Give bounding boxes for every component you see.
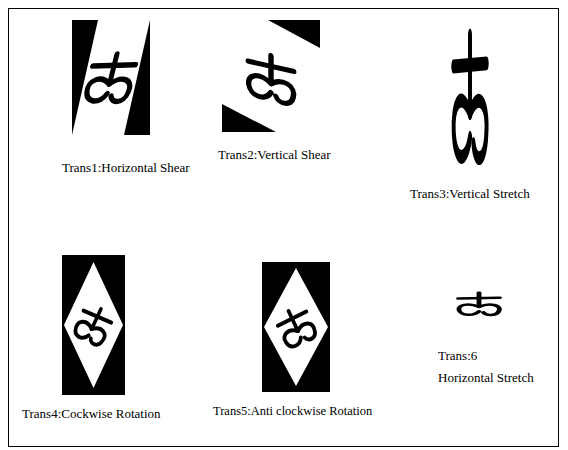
- tamil-glyph: [458, 293, 499, 315]
- shear-background: [72, 20, 150, 135]
- caption-label: Trans4:Cockwise Rotation: [22, 406, 161, 422]
- tamil-glyph: [274, 304, 318, 349]
- glyph-group: [72, 303, 114, 347]
- tamil-glyph: [72, 303, 114, 347]
- caption-label: Trans2:Vertical Shear: [218, 147, 331, 163]
- rotation-background: [62, 255, 125, 395]
- glyph-group: [248, 50, 294, 106]
- tamil-glyph: [453, 36, 486, 159]
- rotated-frame: [264, 268, 328, 386]
- glyph-group: [274, 304, 318, 349]
- sheared-frame: [222, 20, 320, 132]
- rotation-background: [262, 262, 330, 392]
- sheared-frame: [72, 20, 150, 135]
- caption-label: Trans5:Anti clockwise Rotation: [213, 404, 372, 419]
- caption-label: Trans3:Vertical Stretch: [410, 186, 530, 202]
- shear-background: [222, 20, 320, 132]
- caption-label: Trans:6 Horizontal Stretch: [438, 345, 564, 389]
- caption-label: Trans1:Horizontal Shear: [62, 160, 190, 176]
- rotated-frame: [64, 262, 123, 388]
- glyph-group: [84, 54, 138, 101]
- tamil-glyph: [248, 50, 294, 106]
- tamil-glyph: [84, 54, 138, 101]
